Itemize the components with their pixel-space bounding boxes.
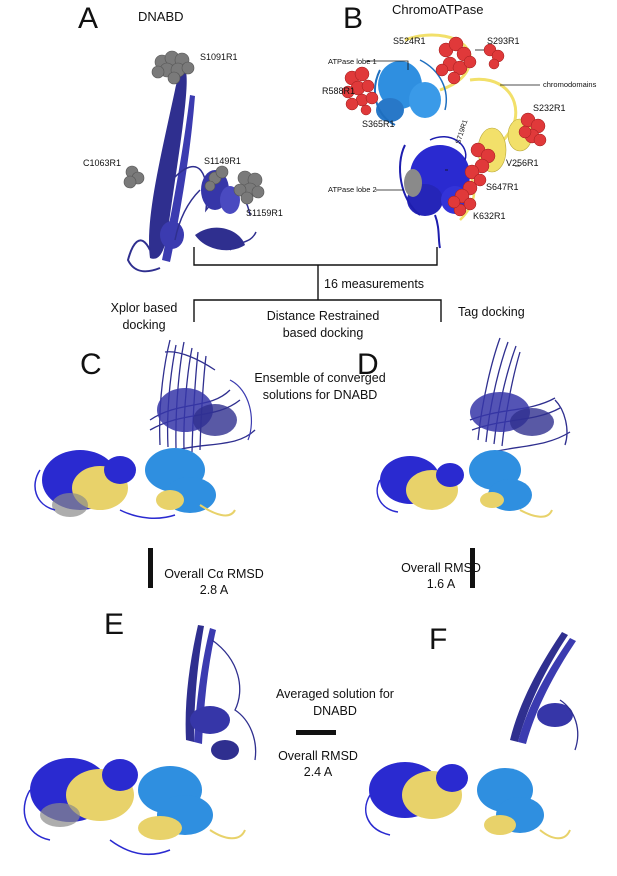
label-r588r1: R588R1 [322, 86, 356, 96]
rmsd-bar-ef [296, 730, 336, 735]
rmsd-bar-d [470, 548, 475, 588]
value-rmsd-d: 1.6 A [426, 577, 456, 591]
label-s365r1: S365R1 [362, 119, 395, 129]
label-c1063r1: C1063R1 [83, 158, 122, 168]
structure-averaged-f [365, 632, 579, 840]
rmsd-bar-c [148, 548, 153, 588]
label-s524r1: S524R1 [393, 36, 426, 46]
label-s232r1: S232R1 [533, 103, 566, 113]
label-distance-restrained-docking: Distance Restrained based docking [266, 309, 380, 340]
panel-letter-c: C [80, 348, 102, 381]
value-rmsd-ef: 2.4 A [303, 765, 333, 779]
label-s647r1: S647R1 [486, 182, 519, 192]
structure-averaged-e [23, 625, 257, 856]
label-k632r1: K632R1 [473, 211, 506, 221]
label-atpase-lobe-2: ATPase lobe 2 [328, 185, 377, 194]
structure-chromoatpase [341, 33, 547, 249]
structure-ensemble-d [376, 337, 571, 518]
panel-letter-d: D [357, 348, 379, 381]
panel-title-dnabd: DNABD [138, 9, 184, 24]
label-v256r1: V256R1 [506, 158, 539, 168]
structure-ensemble-c [34, 339, 256, 520]
panel-letter-e: E [104, 608, 125, 641]
flow-bracket [193, 247, 442, 322]
value-rmsd-c: 2.8 A [199, 583, 229, 597]
label-xplor-docking: Xplor based docking [110, 301, 178, 332]
label-averaged-solution: Averaged solution for DNABD [276, 687, 394, 718]
label-atpase-lobe-1: ATPase lobe 1 [328, 57, 377, 66]
panel-letter-b: B [343, 2, 364, 35]
label-rmsd-d: Overall RMSD [401, 561, 481, 575]
panel-letter-a: A [78, 2, 99, 35]
panel-letter-f: F [429, 623, 448, 656]
label-s1159r1: S1159R1 [246, 208, 283, 218]
label-s1091r1: S1091R1 [200, 52, 238, 62]
label-16-measurements: 16 measurements [324, 277, 425, 291]
label-s293r1: S293R1 [487, 36, 520, 46]
label-rmsd-ef: Overall RMSD [278, 749, 358, 763]
label-chromodomains: chromodomains [543, 80, 597, 89]
panel-title-chromoatpase: ChromoATPase [392, 2, 484, 17]
label-ensemble-converged: Ensemble of converged solutions for DNAB… [254, 371, 386, 402]
label-tag-docking: Tag docking [458, 305, 525, 319]
label-s1149r1: S1149R1 [204, 156, 241, 166]
structure-dnabd [123, 50, 265, 273]
label-rmsd-c: Overall Cα RMSD [164, 567, 264, 581]
